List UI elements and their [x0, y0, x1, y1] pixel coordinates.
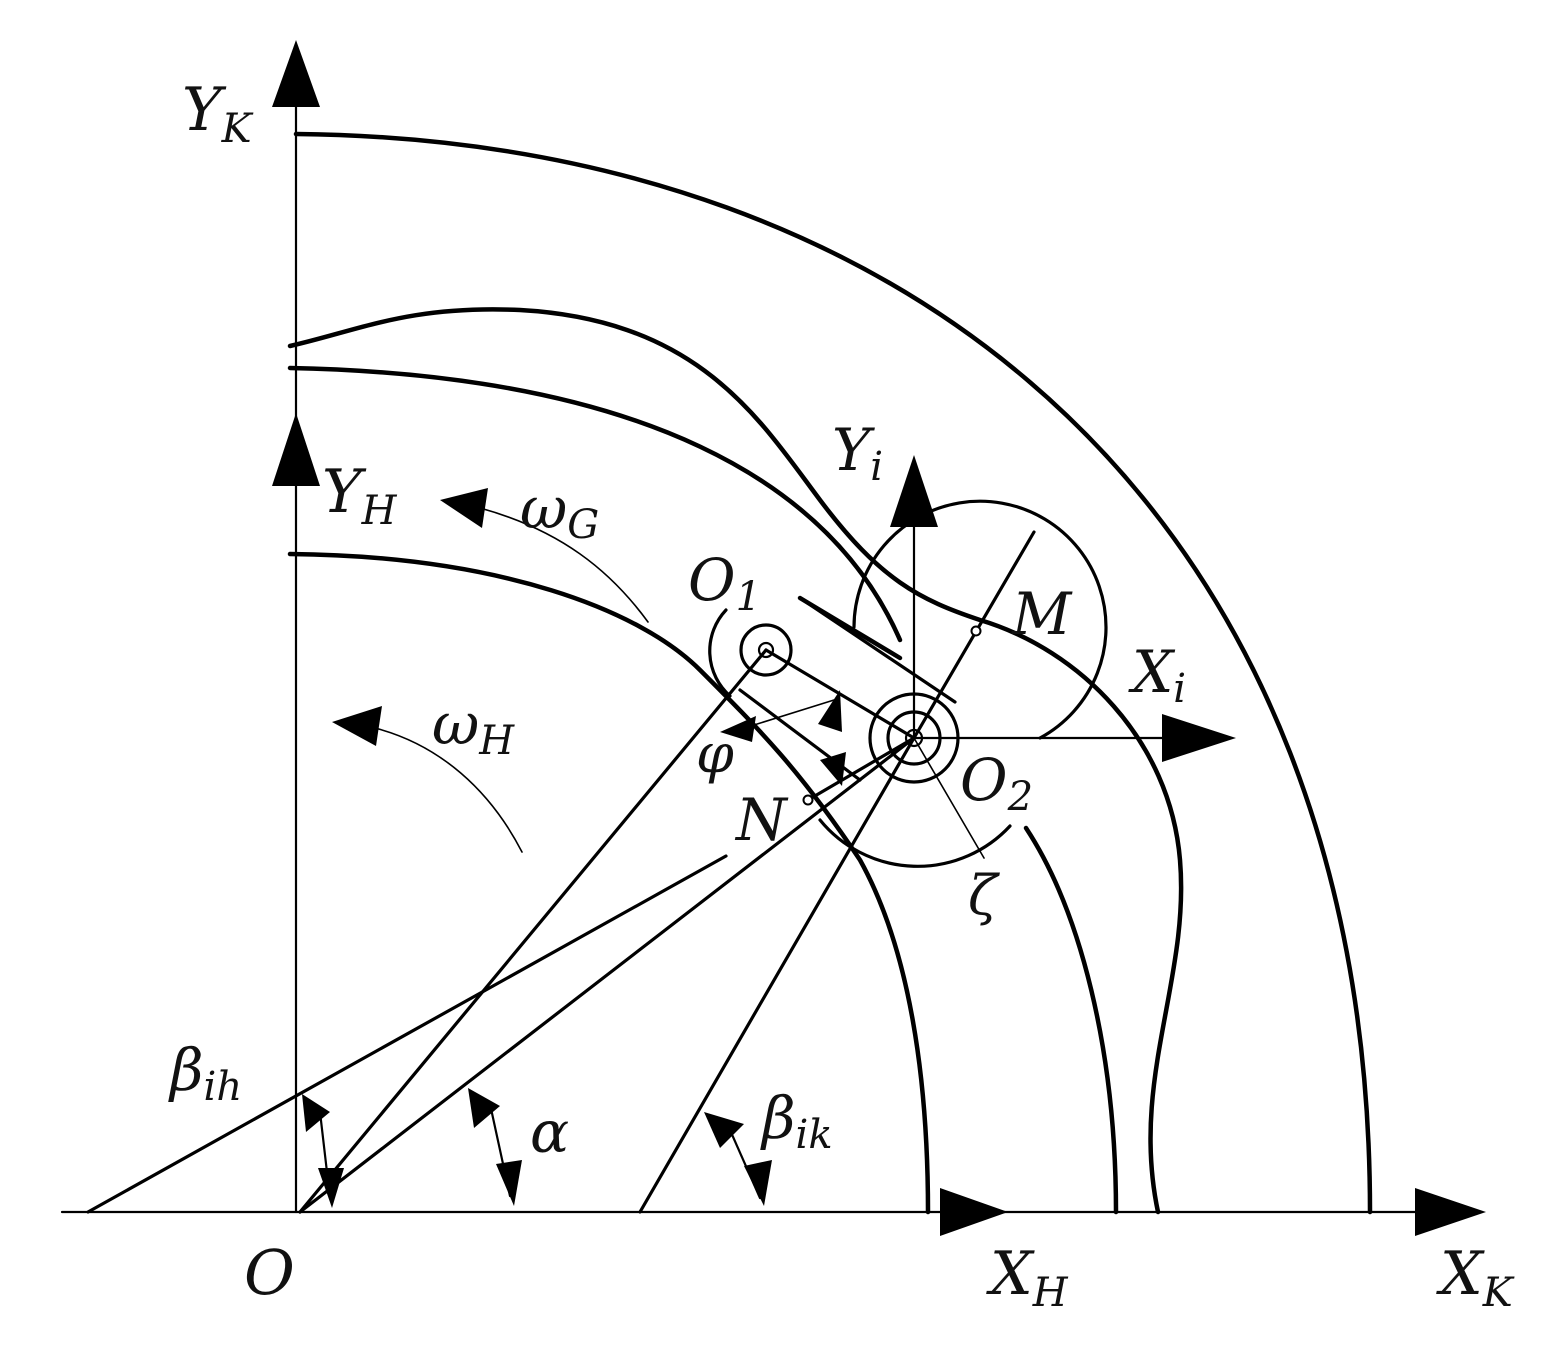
o2-to-n-line [806, 736, 916, 802]
label-y-k: YK [182, 75, 254, 152]
zeta-line [913, 737, 985, 859]
label-omega-g: ωG [520, 474, 599, 548]
x-h-arrow-head [940, 1188, 1008, 1236]
omega-h-arc [374, 727, 523, 853]
o1-outer-ring [739, 623, 793, 677]
label-n: N [734, 786, 789, 854]
label-x-h: XH [986, 1239, 1069, 1316]
beta-ik-line [638, 736, 916, 1214]
beta-ik-arrow-down [744, 1160, 772, 1206]
label-x-i: Xi [1128, 638, 1186, 712]
o2-inner-ring [904, 728, 924, 748]
label-alpha: α [530, 1098, 569, 1166]
label-phi: φ [696, 722, 734, 785]
phi-arrow-up [818, 690, 842, 732]
o2-lower-arc [818, 818, 1012, 868]
pivot-circles [708, 499, 1108, 868]
alpha-arrow-down [496, 1160, 522, 1206]
label-y-h: YH [322, 457, 398, 534]
axes [60, 40, 1486, 1236]
beta-ih-line [86, 854, 728, 1214]
label-omega-h: ωH [432, 690, 515, 764]
y-h-arrow-head [272, 413, 320, 486]
angle-arrows [302, 690, 846, 1208]
beta-ih-arrow-down [318, 1168, 344, 1208]
omega-g-arrow-head [440, 488, 488, 528]
label-m: M [1011, 580, 1073, 648]
point-n [802, 794, 814, 806]
rotor-h-profile [287, 551, 931, 1215]
phi-arrow-left [720, 716, 756, 742]
label-o1: O1 [688, 546, 761, 620]
o2-large-arc [852, 499, 1108, 740]
rotation-arrows [332, 488, 649, 853]
points [802, 625, 982, 806]
phi-arrow-down [820, 752, 846, 786]
housing-wave-profile [287, 307, 1184, 1215]
link-strip-upper [798, 596, 957, 704]
outer-ring-right-arc [1023, 825, 1119, 1215]
alpha-arrow-up [468, 1088, 500, 1128]
x-i-arrow-head [1162, 714, 1236, 762]
omega-g-arc [479, 507, 649, 623]
o-to-o1-line [298, 648, 768, 1214]
label-o2: O2 [960, 746, 1033, 820]
label-zeta: ζ [968, 864, 1000, 927]
outer-housing-arc [293, 131, 1373, 1215]
y-i-arrow-head [890, 455, 938, 527]
second-ring-arc [287, 365, 903, 643]
o2-mid-ring [886, 710, 942, 766]
o1-inner-ring [757, 641, 775, 659]
label-x-k: XK [1436, 1239, 1515, 1316]
labels: YK YH Yi Xi XH XK O O1 O2 M N ωG ωH [168, 75, 1515, 1316]
beta-ik-arrow-up [704, 1112, 744, 1148]
profile-curves [287, 131, 1373, 1215]
o1-partial-arc [708, 608, 732, 698]
y-k-arrow-head [272, 40, 320, 107]
label-y-i: Yi [832, 416, 883, 490]
x-k-arrow-head [1415, 1188, 1486, 1236]
label-origin: O [244, 1236, 295, 1309]
label-beta-ik: βik [760, 1084, 833, 1158]
omega-h-arrow-head [332, 706, 382, 746]
point-m [970, 625, 982, 637]
o2-outer-ring [868, 692, 960, 784]
label-beta-ih: βih [168, 1036, 242, 1110]
alpha-line [298, 736, 916, 1214]
beta-ih-arrow-up [302, 1094, 330, 1132]
